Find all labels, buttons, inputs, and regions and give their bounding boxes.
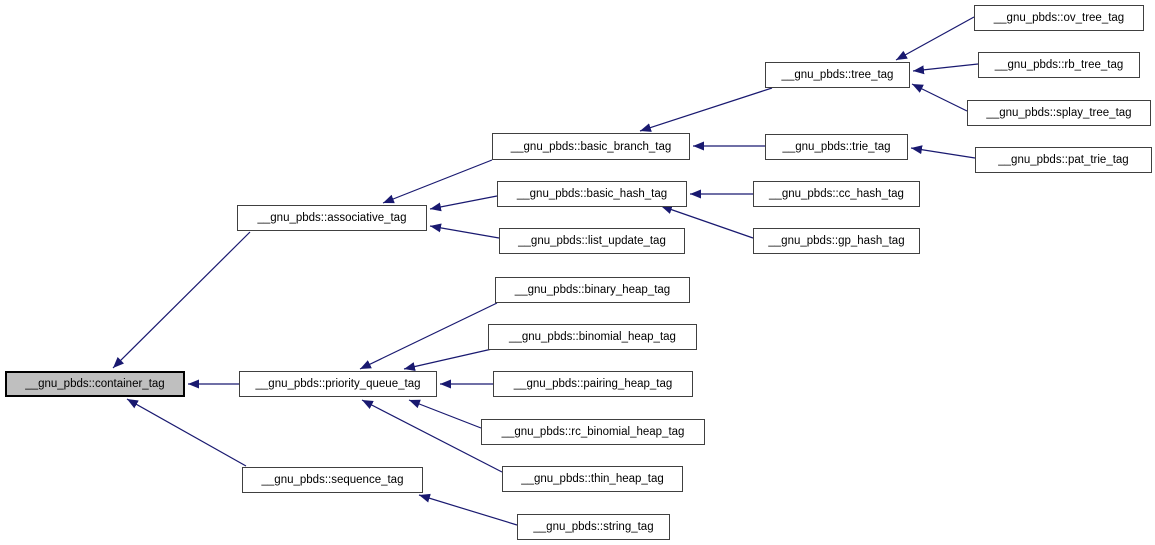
- node-binomial_heap_tag[interactable]: __gnu_pbds::binomial_heap_tag: [488, 324, 697, 350]
- node-tree_tag[interactable]: __gnu_pbds::tree_tag: [765, 62, 910, 88]
- node-list_update_tag[interactable]: __gnu_pbds::list_update_tag: [499, 228, 685, 254]
- node-pairing_heap_tag[interactable]: __gnu_pbds::pairing_heap_tag: [493, 371, 693, 397]
- edge-rb_tree_tag-to-tree_tag: [912, 63, 979, 75]
- edge-ov_tree_tag-to-tree_tag: [895, 16, 975, 61]
- edge-tree_tag-to-basic_branch_tag: [639, 87, 773, 132]
- edge-list_update_tag-to-associative_tag: [429, 223, 500, 239]
- node-binary_heap_tag[interactable]: __gnu_pbds::binary_heap_tag: [495, 277, 690, 303]
- edge-thin_heap_tag-to-priority_queue_tag: [361, 399, 503, 473]
- node-basic_branch_tag[interactable]: __gnu_pbds::basic_branch_tag: [492, 133, 690, 160]
- edge-rc_binomial_heap_tag-to-priority_queue_tag: [408, 399, 482, 429]
- node-trie_tag[interactable]: __gnu_pbds::trie_tag: [765, 134, 908, 160]
- node-splay_tree_tag[interactable]: __gnu_pbds::splay_tree_tag: [967, 100, 1151, 126]
- node-string_tag[interactable]: __gnu_pbds::string_tag: [517, 514, 670, 540]
- node-thin_heap_tag[interactable]: __gnu_pbds::thin_heap_tag: [502, 466, 683, 492]
- edge-gp_hash_tag-to-basic_hash_tag: [660, 205, 754, 239]
- edge-splay_tree_tag-to-tree_tag: [911, 83, 968, 112]
- node-cc_hash_tag[interactable]: __gnu_pbds::cc_hash_tag: [753, 181, 920, 207]
- edge-sequence_tag-to-container_tag: [126, 398, 247, 467]
- edge-basic_hash_tag-to-associative_tag: [429, 195, 498, 212]
- edge-pat_trie_tag-to-trie_tag: [910, 145, 976, 159]
- node-priority_queue_tag[interactable]: __gnu_pbds::priority_queue_tag: [239, 371, 437, 397]
- edge-string_tag-to-sequence_tag: [418, 493, 518, 526]
- node-rc_binomial_heap_tag[interactable]: __gnu_pbds::rc_binomial_heap_tag: [481, 419, 705, 445]
- node-pat_trie_tag[interactable]: __gnu_pbds::pat_trie_tag: [975, 147, 1152, 173]
- node-ov_tree_tag[interactable]: __gnu_pbds::ov_tree_tag: [974, 5, 1144, 31]
- edge-binary_heap_tag-to-priority_queue_tag: [359, 302, 498, 370]
- node-associative_tag[interactable]: __gnu_pbds::associative_tag: [237, 205, 427, 231]
- edge-basic_branch_tag-to-associative_tag: [382, 159, 493, 204]
- node-rb_tree_tag[interactable]: __gnu_pbds::rb_tree_tag: [978, 52, 1140, 78]
- node-basic_hash_tag[interactable]: __gnu_pbds::basic_hash_tag: [497, 181, 687, 207]
- edge-binomial_heap_tag-to-priority_queue_tag: [403, 348, 493, 371]
- edge-associative_tag-to-container_tag: [112, 231, 251, 369]
- node-container_tag: __gnu_pbds::container_tag: [5, 371, 185, 397]
- node-gp_hash_tag[interactable]: __gnu_pbds::gp_hash_tag: [753, 228, 920, 254]
- node-sequence_tag[interactable]: __gnu_pbds::sequence_tag: [242, 467, 423, 493]
